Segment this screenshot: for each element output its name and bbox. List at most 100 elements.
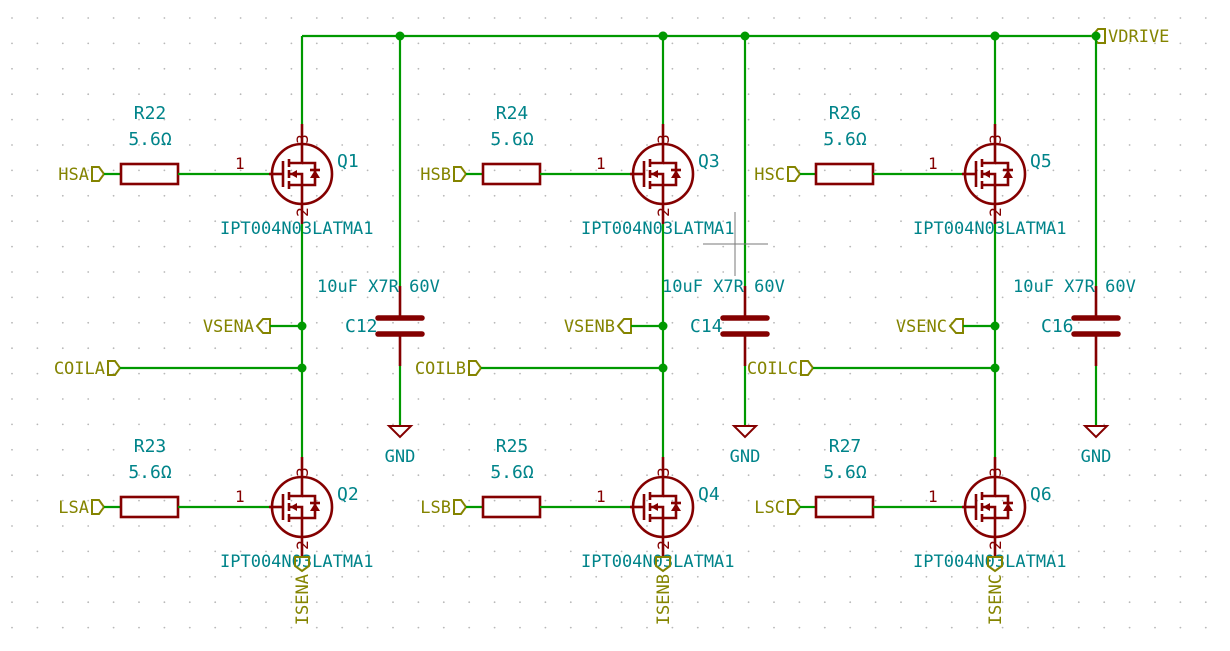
leg2-hs-mosfet-pin-drain: 3 xyxy=(654,134,673,144)
leg3-hs-mosfet-pin-drain: 3 xyxy=(986,134,1005,144)
leg3-ls-mosfet-pin-source: 2 xyxy=(986,540,1005,550)
leg2-ls-mosfet-pin-source: 2 xyxy=(654,540,673,550)
leg1-hs-gate-label: HSA xyxy=(58,165,89,185)
grid-dots xyxy=(11,17,1207,629)
leg3-ls-mosfet-diode xyxy=(1003,503,1013,511)
junction-dot xyxy=(990,31,1000,41)
leg1-isen-label-flag xyxy=(294,556,310,573)
leg1-hs-mosfet-pin-source: 2 xyxy=(293,207,312,217)
leg2-ls-resistor-body xyxy=(481,495,542,519)
leg2-hs-gate-label: HSB xyxy=(420,165,451,185)
leg3-gnd-label: GND xyxy=(1081,447,1112,467)
leg3-hs-mosfet-ref: Q5 xyxy=(1030,151,1052,172)
leg3-hs-mosfet-arrow xyxy=(983,170,990,178)
leg1-gnd-label: GND xyxy=(385,447,416,467)
leg1-hs-mosfet-ref: Q1 xyxy=(337,151,359,172)
leg3-hs-mosfet-pin-source: 2 xyxy=(986,207,1005,217)
leg2-hs-gate-label-flag xyxy=(453,166,468,182)
leg2-hs-mosfet-ref: Q3 xyxy=(698,151,720,172)
leg1-isen-label: ISENA xyxy=(293,574,313,625)
leg2-ls-mosfet-pin-drain: 3 xyxy=(654,467,673,477)
junction-dot xyxy=(1091,31,1101,41)
leg2-hs-mosfet-arrow xyxy=(651,170,658,178)
leg2-hs-resistor-ref: R24 xyxy=(496,103,529,124)
leg3-hs-mosfet-diode xyxy=(1003,170,1013,178)
junction-dot xyxy=(990,321,1000,331)
leg2-hs-resistor-value: 5.6Ω xyxy=(490,129,534,150)
leg2-ls-mosfet-arrow xyxy=(651,503,658,511)
leg1-ls-mosfet-value: IPT004N03LATMA1 xyxy=(220,552,374,572)
junction-dot xyxy=(395,31,405,41)
leg2-coil-label-flag xyxy=(468,360,483,376)
leg3-ls-resistor-ref: R27 xyxy=(829,436,862,457)
leg2-ls-gate-label: LSB xyxy=(420,498,451,518)
leg1-ls-mosfet-ref: Q2 xyxy=(337,484,359,505)
leg2-ls-mosfet-ref: Q4 xyxy=(698,484,720,505)
leg2-hs-mosfet-pin-source: 2 xyxy=(654,207,673,217)
leg3-ls-mosfet-value: IPT004N03LATMA1 xyxy=(913,552,1067,572)
leg1-hs-gate-label-flag xyxy=(91,166,106,182)
leg1-capacitor-ref: C12 xyxy=(345,316,378,337)
leg2-vsen-label: VSENB xyxy=(564,317,615,337)
leg3-coil-label-flag xyxy=(800,360,815,376)
leg3-coil-label: COILC xyxy=(747,359,798,379)
leg1-hs-mosfet-pin-gate: 1 xyxy=(235,154,245,173)
leg2-gnd-symbol xyxy=(731,425,759,439)
leg3-hs-resistor-ref: R26 xyxy=(829,103,862,124)
leg2-isen-label: ISENB xyxy=(654,574,674,625)
leg2-hs-mosfet-pin-gate: 1 xyxy=(596,154,606,173)
leg3-hs-gate-label-flag xyxy=(787,166,802,182)
leg3-ls-mosfet-ref: Q6 xyxy=(1030,484,1052,505)
leg1-ls-gate-label: LSA xyxy=(58,498,89,518)
leg3-ls-mosfet-arrow xyxy=(983,503,990,511)
junction-dot xyxy=(658,31,668,41)
leg1-ls-resistor-value: 5.6Ω xyxy=(128,462,172,483)
leg2-ls-resistor-ref: R25 xyxy=(496,436,529,457)
leg1-ls-gate-label-flag xyxy=(91,499,106,515)
leg1-vsen-label-flag xyxy=(255,318,271,334)
leg1-ls-mosfet-diode xyxy=(310,503,320,511)
leg2-capacitor-value: 10uF X7R 60V xyxy=(662,277,785,297)
leg1-hs-resistor-body xyxy=(119,162,180,186)
leg1-hs-mosfet-arrow xyxy=(290,170,297,178)
junction-dot xyxy=(990,363,1000,373)
junction-dot xyxy=(297,321,307,331)
leg1-hs-resistor-value: 5.6Ω xyxy=(128,129,172,150)
leg1-ls-mosfet-pin-drain: 3 xyxy=(293,467,312,477)
leg1-hs-resistor-ref: R22 xyxy=(134,103,167,124)
leg1-ls-mosfet-pin-gate: 1 xyxy=(235,487,245,506)
leg2-ls-mosfet-diode xyxy=(671,503,681,511)
leg1-hs-mosfet-pin-drain: 3 xyxy=(293,134,312,144)
leg3-hs-mosfet-value: IPT004N03LATMA1 xyxy=(913,219,1067,239)
leg1-capacitor-value: 10uF X7R 60V xyxy=(317,277,440,297)
leg3-ls-mosfet-pin-drain: 3 xyxy=(986,467,1005,477)
leg3-gnd-symbol xyxy=(1082,425,1110,439)
leg3-hs-resistor-value: 5.6Ω xyxy=(823,129,867,150)
leg3-capacitor-ref: C16 xyxy=(1041,316,1074,337)
leg1-coil-label: COILA xyxy=(54,359,105,379)
leg1-ls-resistor-body xyxy=(119,495,180,519)
leg1-ls-mosfet-pin-source: 2 xyxy=(293,540,312,550)
leg3-ls-resistor-value: 5.6Ω xyxy=(823,462,867,483)
leg2-ls-resistor-value: 5.6Ω xyxy=(490,462,534,483)
leg1-coil-label-flag xyxy=(107,360,122,376)
leg2-capacitor-ref: C14 xyxy=(690,316,723,337)
leg2-gnd-label: GND xyxy=(730,447,761,467)
vdrive-label: VDRIVE xyxy=(1108,27,1169,47)
leg1-ls-mosfet-arrow xyxy=(290,503,297,511)
leg3-isen-label: ISENC xyxy=(986,574,1006,625)
leg2-hs-resistor-body xyxy=(481,162,542,186)
junction-dot xyxy=(297,363,307,373)
leg2-ls-gate-label-flag xyxy=(453,499,468,515)
junction-dot xyxy=(658,321,668,331)
leg3-ls-mosfet-pin-gate: 1 xyxy=(928,487,938,506)
leg3-hs-resistor-body xyxy=(814,162,875,186)
junction-dot xyxy=(658,363,668,373)
leg3-hs-mosfet-pin-gate: 1 xyxy=(928,154,938,173)
leg1-vsen-label: VSENA xyxy=(203,317,254,337)
leg3-isen-label-flag xyxy=(987,556,1003,573)
junction-dot xyxy=(740,31,750,41)
leg2-vsen-label-flag xyxy=(616,318,632,334)
leg3-hs-gate-label: HSC xyxy=(754,165,785,185)
